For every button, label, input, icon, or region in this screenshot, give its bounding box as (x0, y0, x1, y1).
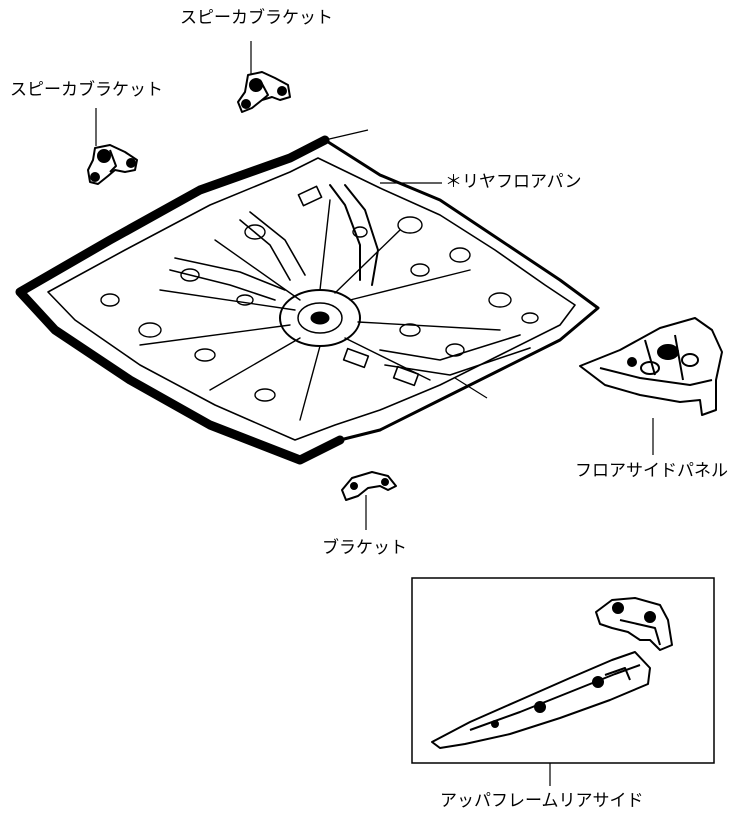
upper-frame-rear-side-part (431, 651, 651, 749)
leader-line-floor-edge-top (324, 129, 369, 141)
leader-lines (95, 41, 654, 786)
speaker-bracket-part-right (237, 71, 291, 113)
rear-floor-pan-part (15, 135, 600, 465)
label-rear-floor-pan: ＊リヤフロアパン (445, 172, 582, 192)
leader-line-floor-edge-bottom (454, 377, 488, 399)
label-floor-side-panel: フロアサイドパネル (575, 461, 728, 481)
label-speaker-bracket-left: スピーカブラケット (10, 80, 163, 100)
label-bracket: ブラケット (322, 538, 407, 558)
inset-box (411, 577, 715, 764)
label-speaker-bracket-right: スピーカブラケット (180, 8, 333, 28)
bracket-part (341, 471, 397, 501)
floor-side-panel-part (579, 317, 723, 416)
label-upper-frame-rear-side: アッパフレームリアサイド (440, 791, 644, 811)
inset-bracket-part (595, 597, 673, 651)
speaker-bracket-part-left (87, 144, 138, 185)
